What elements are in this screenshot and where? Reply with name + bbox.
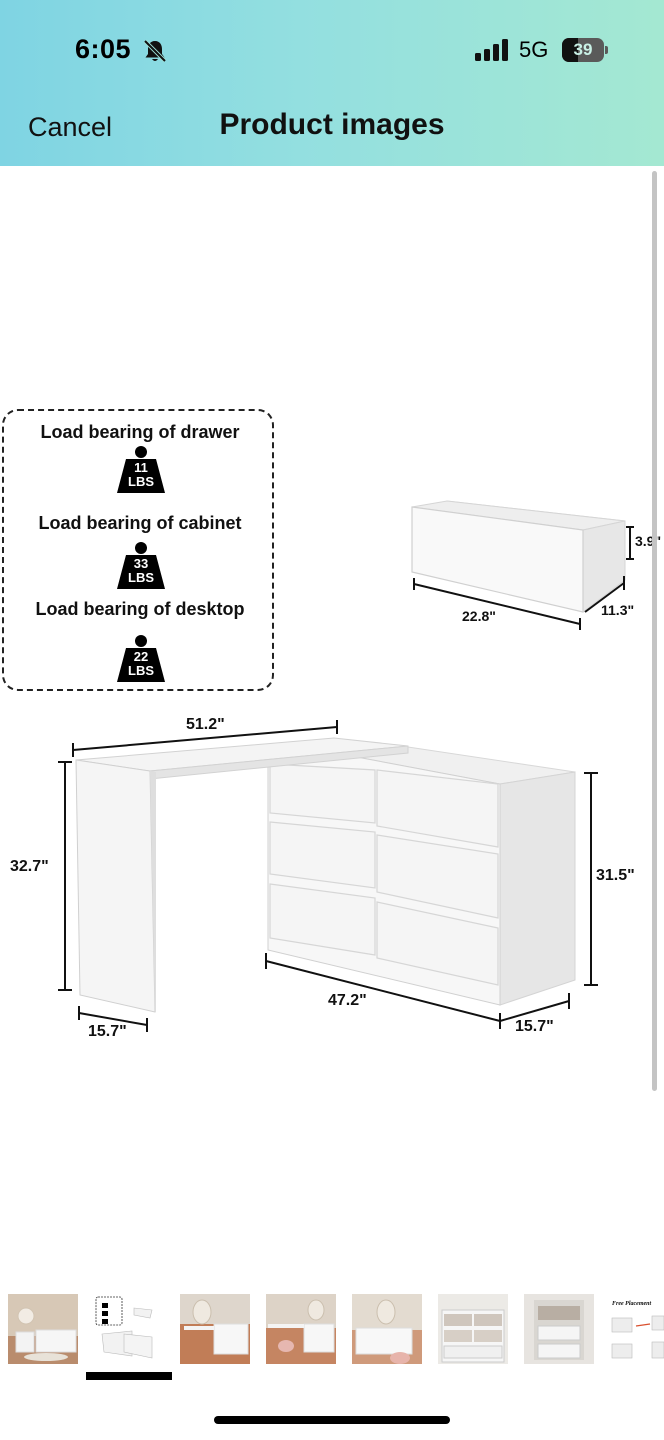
thumbnail-strip: Free Placement	[0, 1290, 664, 1386]
page-title: Product images	[219, 108, 445, 141]
weight-icon	[117, 542, 165, 589]
thumbnail-7[interactable]	[524, 1294, 594, 1364]
load-label-cabinet: Load bearing of cabinet	[38, 513, 242, 533]
weight-unit: LBS	[128, 474, 154, 489]
cabinet-depth-label: 15.7"	[515, 1018, 554, 1035]
home-indicator[interactable]	[214, 1416, 450, 1424]
thumbnail-1[interactable]	[8, 1294, 78, 1364]
weight-unit: LBS	[128, 663, 154, 678]
weight-value-drawer: 11 LBS	[116, 461, 166, 489]
desk-illustration	[75, 737, 409, 1013]
status-time: 6:05	[75, 34, 132, 64]
cabinet-height-label: 31.5"	[596, 867, 635, 884]
thumbnail-5[interactable]	[352, 1294, 422, 1364]
thumbnail-2-selected[interactable]	[94, 1294, 164, 1364]
weight-icon	[117, 635, 165, 682]
desk-height-label: 32.7"	[10, 858, 49, 875]
desk-depth-label: 15.7"	[88, 1023, 127, 1040]
thumbnail-4[interactable]	[266, 1294, 336, 1364]
thumbnail-3[interactable]	[180, 1294, 250, 1364]
bell-slash-icon	[143, 39, 167, 63]
signal-bars-icon	[475, 39, 508, 61]
product-dimension-illustration	[58, 500, 634, 1032]
product-image-viewer[interactable]: Load bearing of drawer 11 LBS Load beari…	[0, 166, 664, 1286]
drawer-dimension-lines	[413, 526, 634, 630]
cabinet-width-label: 47.2"	[328, 992, 367, 1009]
drawer-height-label: 3.9"	[635, 533, 662, 549]
thumbnail-6[interactable]	[438, 1294, 508, 1364]
free-placement-caption: Free Placement	[612, 1301, 651, 1307]
battery-icon: 39	[562, 38, 604, 62]
network-type: 5G	[519, 37, 549, 62]
thumbnail-8[interactable]: Free Placement	[608, 1294, 664, 1364]
load-label-drawer: Load bearing of drawer	[40, 422, 240, 442]
weight-number: 22	[133, 649, 149, 664]
desk-top-width-label: 51.2"	[186, 716, 225, 733]
top-header: 6:05 5G 39 Cancel Product images	[0, 0, 664, 166]
selected-thumbnail-indicator	[86, 1372, 172, 1380]
load-bearing-panel: Load bearing of drawer 11 LBS Load beari…	[2, 409, 274, 691]
cabinet-illustration	[267, 746, 576, 1006]
weight-value-cabinet: 33 LBS	[116, 557, 166, 585]
battery-level: 39	[573, 40, 593, 59]
weight-number: 33	[133, 556, 149, 571]
drawer-depth-label: 11.3"	[601, 602, 635, 618]
drawer-illustration	[411, 500, 626, 614]
cancel-button[interactable]: Cancel	[28, 112, 113, 142]
load-label-desktop: Load bearing of desktop	[35, 599, 245, 619]
battery-nub	[605, 46, 608, 54]
desk-dimension-lines	[58, 720, 598, 1032]
image-scrollbar[interactable]	[652, 171, 657, 1091]
weight-number: 11	[134, 460, 148, 475]
battery-fill	[562, 38, 579, 62]
weight-unit: LBS	[128, 570, 154, 585]
weight-icon	[117, 446, 165, 493]
weight-value-desktop: 22 LBS	[116, 650, 166, 678]
drawer-width-label: 22.8"	[462, 608, 496, 624]
